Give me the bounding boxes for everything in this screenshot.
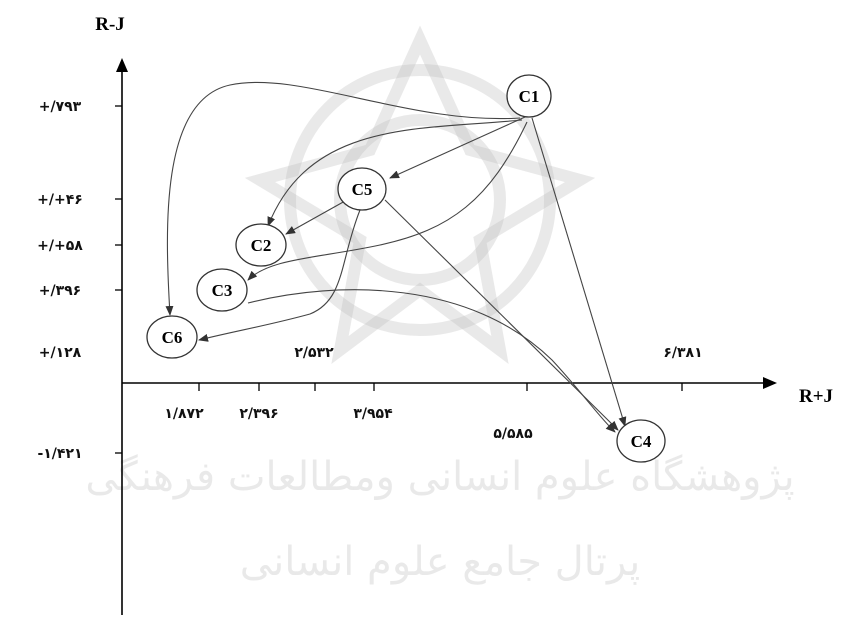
edge-c5-c6 (198, 209, 361, 342)
x-tick-group: ۱/۸۷۲ ۲/۳۹۶ ۳/۹۵۴ ۵/۵۸۵ ۲/۵۳۲ ۶/۳۸۱ (164, 345, 702, 442)
node-c5-label: C5 (352, 180, 373, 199)
node-c2: C2 (235, 223, 287, 267)
node-c1-label: C1 (519, 87, 540, 106)
x-upper-label: ۶/۳۸۱ (663, 345, 702, 361)
x-upper-label: ۲/۵۳۲ (294, 345, 334, 361)
y-tick-label: +/+۵۸ (37, 238, 83, 254)
y-tick-label: -۱/۴۲۱ (37, 446, 82, 462)
x-tick-label: ۱/۸۷۲ (164, 406, 204, 422)
node-c4-circle (616, 419, 666, 463)
node-c3: C3 (196, 268, 248, 312)
node-c6: C6 (146, 315, 198, 359)
edges (165, 81, 627, 433)
edge-c1-c6 (165, 81, 521, 316)
node-c1-circle (506, 74, 552, 118)
edge-c3-c4 (247, 289, 616, 433)
node-c3-circle (196, 268, 248, 312)
node-c6-circle (146, 315, 198, 359)
watermark-line-2: پرتال جامع علوم انسانی (240, 539, 641, 585)
x-tick-label: ۳/۹۵۴ (353, 406, 393, 422)
watermark-line-1: پژوهشگاه علوم انسانی ومطالعات فرهنگی (85, 454, 794, 500)
y-tick-group: +/۷۹۳ +/+۴۶ +/+۵۸ +/۳۹۶ +/۱۲۸ -۱/۴۲۱ (37, 99, 122, 462)
node-c2-label: C2 (251, 236, 272, 255)
node-c3-label: C3 (212, 281, 233, 300)
y-tick-label: +/۷۹۳ (39, 99, 82, 115)
y-tick-label: +/+۴۶ (37, 192, 83, 208)
edge-c1-c3 (247, 121, 528, 281)
node-c5-circle (337, 167, 387, 211)
node-c4-label: C4 (631, 432, 652, 451)
node-c2-circle (235, 223, 287, 267)
node-c4: C4 (616, 419, 666, 463)
node-c6-label: C6 (162, 328, 183, 347)
x-tick-label: ۵/۵۸۵ (493, 426, 533, 442)
edge-c1-c2 (267, 119, 523, 227)
node-c5: C5 (337, 167, 387, 211)
y-tick-label: +/۳۹۶ (39, 283, 81, 299)
watermark-emblem (244, 25, 596, 364)
edge-c5-c2 (285, 200, 346, 235)
node-c1: C1 (506, 74, 552, 118)
edge-c1-c4 (531, 117, 627, 427)
y-axis-title: R-J (95, 14, 125, 35)
edge-c1-c5 (389, 116, 526, 179)
x-tick-label: ۲/۳۹۶ (239, 406, 278, 422)
x-axis-title: R+J (799, 386, 833, 407)
y-tick-label: +/۱۲۸ (39, 345, 82, 361)
